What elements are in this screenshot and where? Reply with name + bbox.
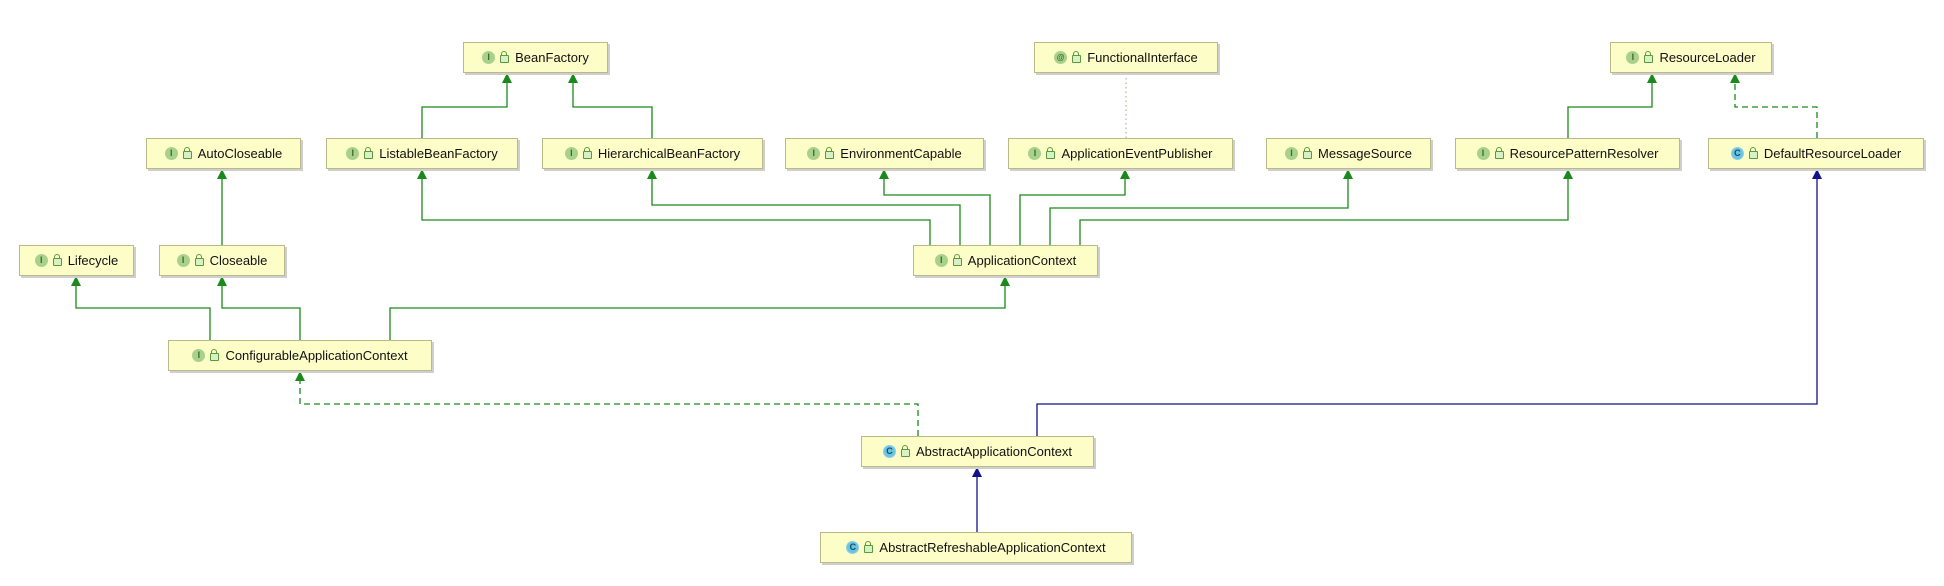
interface-icon: I bbox=[192, 349, 206, 362]
node-label: MessageSource bbox=[1318, 146, 1412, 161]
node-environment-capable[interactable]: I EnvironmentCapable bbox=[785, 138, 984, 169]
edge-listable-bean-factory-to-bean-factory bbox=[421, 73, 512, 138]
edge-application-context-to-listable-bean-factory bbox=[417, 169, 931, 245]
interface-icon: I bbox=[807, 147, 821, 160]
node-default-resource-loader[interactable]: C DefaultResourceLoader bbox=[1708, 138, 1924, 169]
edge-resource-pattern-resolver-to-resource-loader bbox=[1567, 73, 1657, 138]
public-visibility-icon bbox=[210, 349, 220, 361]
edge-configurable-application-context-to-application-context bbox=[389, 276, 1010, 340]
interface-icon: I bbox=[1285, 147, 1299, 160]
node-label: FunctionalInterface bbox=[1087, 50, 1198, 65]
node-label: Lifecycle bbox=[67, 253, 119, 268]
interface-icon: I bbox=[176, 254, 190, 267]
edge-application-context-to-environment-capable bbox=[879, 169, 991, 245]
node-label: ResourcePatternResolver bbox=[1509, 146, 1659, 161]
public-visibility-icon bbox=[500, 51, 510, 63]
node-label: AutoCloseable bbox=[197, 146, 283, 161]
public-visibility-icon bbox=[825, 147, 835, 159]
node-resource-loader[interactable]: I ResourceLoader bbox=[1610, 42, 1772, 73]
node-auto-closeable[interactable]: I AutoCloseable bbox=[146, 138, 301, 169]
edge-application-context-to-resource-pattern-resolver bbox=[1079, 169, 1573, 245]
public-visibility-icon bbox=[582, 147, 592, 159]
edge-abstract-application-context-to-default-resource-loader bbox=[1036, 169, 1822, 436]
edge-configurable-application-context-to-closeable bbox=[217, 276, 301, 340]
node-label: ResourceLoader bbox=[1659, 50, 1756, 65]
node-configurable-application-context[interactable]: I ConfigurableApplicationContext bbox=[168, 340, 432, 371]
node-closeable[interactable]: I Closeable bbox=[159, 245, 285, 276]
class-icon: C bbox=[882, 445, 896, 458]
interface-icon: I bbox=[34, 254, 48, 267]
edge-abstract-application-context-to-configurable-application-context bbox=[295, 371, 919, 436]
node-label: ApplicationContext bbox=[967, 253, 1077, 268]
edge-application-context-to-application-event-publisher bbox=[1019, 169, 1130, 245]
annotation-icon: @ bbox=[1054, 51, 1068, 64]
edge-default-resource-loader-to-resource-loader bbox=[1730, 73, 1818, 138]
public-visibility-icon bbox=[1303, 147, 1313, 159]
public-visibility-icon bbox=[1748, 147, 1758, 159]
class-icon: C bbox=[1730, 147, 1744, 160]
public-visibility-icon bbox=[864, 541, 874, 553]
node-abstract-refreshable-application-context[interactable]: C AbstractRefreshableApplicationContext bbox=[820, 532, 1132, 563]
node-label: BeanFactory bbox=[515, 50, 589, 65]
node-bean-factory[interactable]: I BeanFactory bbox=[463, 42, 608, 73]
node-label: AbstractRefreshableApplicationContext bbox=[879, 540, 1106, 555]
public-visibility-icon bbox=[194, 254, 204, 266]
node-message-source[interactable]: I MessageSource bbox=[1266, 138, 1431, 169]
node-label: HierarchicalBeanFactory bbox=[597, 146, 741, 161]
node-functional-interface[interactable]: @ FunctionalInterface bbox=[1034, 42, 1218, 73]
interface-icon: I bbox=[934, 254, 948, 267]
node-label: DefaultResourceLoader bbox=[1763, 146, 1902, 161]
node-label: AbstractApplicationContext bbox=[915, 444, 1073, 459]
node-label: ListableBeanFactory bbox=[379, 146, 498, 161]
node-lifecycle[interactable]: I Lifecycle bbox=[19, 245, 134, 276]
edge-configurable-application-context-to-lifecycle bbox=[71, 276, 211, 340]
node-listable-bean-factory[interactable]: I ListableBeanFactory bbox=[326, 138, 518, 169]
public-visibility-icon bbox=[52, 254, 62, 266]
edge-application-context-to-hierarchical-bean-factory bbox=[647, 169, 961, 245]
public-visibility-icon bbox=[1072, 51, 1082, 63]
node-hierarchical-bean-factory[interactable]: I HierarchicalBeanFactory bbox=[542, 138, 763, 169]
node-abstract-application-context[interactable]: C AbstractApplicationContext bbox=[861, 436, 1094, 467]
public-visibility-icon bbox=[182, 147, 192, 159]
interface-icon: I bbox=[564, 147, 578, 160]
interface-icon: I bbox=[346, 147, 360, 160]
edge-application-context-to-message-source bbox=[1049, 169, 1353, 245]
public-visibility-icon bbox=[900, 445, 910, 457]
interface-icon: I bbox=[1028, 147, 1042, 160]
public-visibility-icon bbox=[1644, 51, 1654, 63]
node-application-event-publisher[interactable]: I ApplicationEventPublisher bbox=[1008, 138, 1233, 169]
node-application-context[interactable]: I ApplicationContext bbox=[913, 245, 1098, 276]
node-label: EnvironmentCapable bbox=[840, 146, 962, 161]
public-visibility-icon bbox=[364, 147, 374, 159]
interface-icon: I bbox=[164, 147, 178, 160]
public-visibility-icon bbox=[1494, 147, 1504, 159]
node-label: ApplicationEventPublisher bbox=[1061, 146, 1213, 161]
public-visibility-icon bbox=[952, 254, 962, 266]
node-label: Closeable bbox=[209, 253, 268, 268]
edge-hierarchical-bean-factory-to-bean-factory bbox=[568, 73, 653, 138]
public-visibility-icon bbox=[1046, 147, 1056, 159]
interface-icon: I bbox=[1476, 147, 1490, 160]
interface-icon: I bbox=[482, 51, 496, 64]
class-icon: C bbox=[846, 541, 860, 554]
node-resource-pattern-resolver[interactable]: I ResourcePatternResolver bbox=[1455, 138, 1680, 169]
interface-icon: I bbox=[1626, 51, 1640, 64]
node-label: ConfigurableApplicationContext bbox=[225, 348, 408, 363]
